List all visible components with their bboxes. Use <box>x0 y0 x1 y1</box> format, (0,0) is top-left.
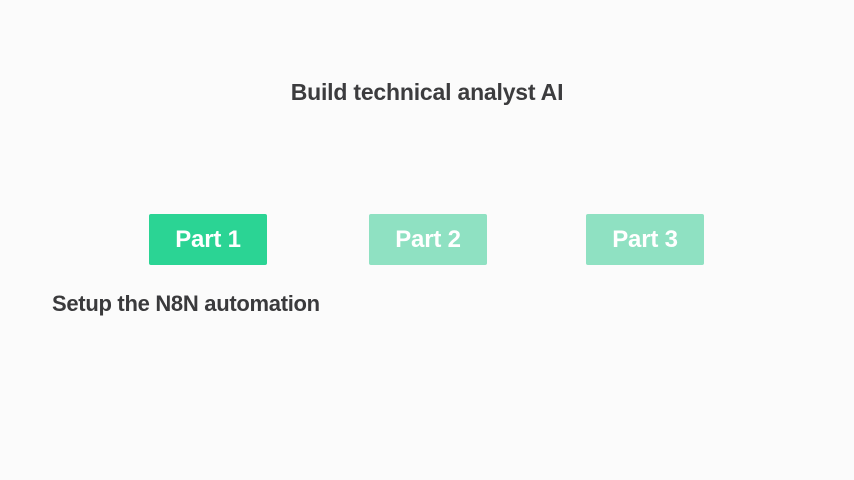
part-selector: Part 1 Part 2 Part 3 <box>149 214 706 265</box>
part-chip-1-label: Part 1 <box>175 225 241 253</box>
part-chip-3[interactable]: Part 3 <box>586 214 704 265</box>
part-caption: Setup the N8N automation <box>52 291 320 316</box>
part-chip-2[interactable]: Part 2 <box>369 214 487 265</box>
part-chip-2-label: Part 2 <box>395 225 461 253</box>
page-title: Build technical analyst AI <box>290 79 564 105</box>
part-chip-1[interactable]: Part 1 <box>149 214 267 265</box>
part-chip-3-label: Part 3 <box>612 225 678 253</box>
